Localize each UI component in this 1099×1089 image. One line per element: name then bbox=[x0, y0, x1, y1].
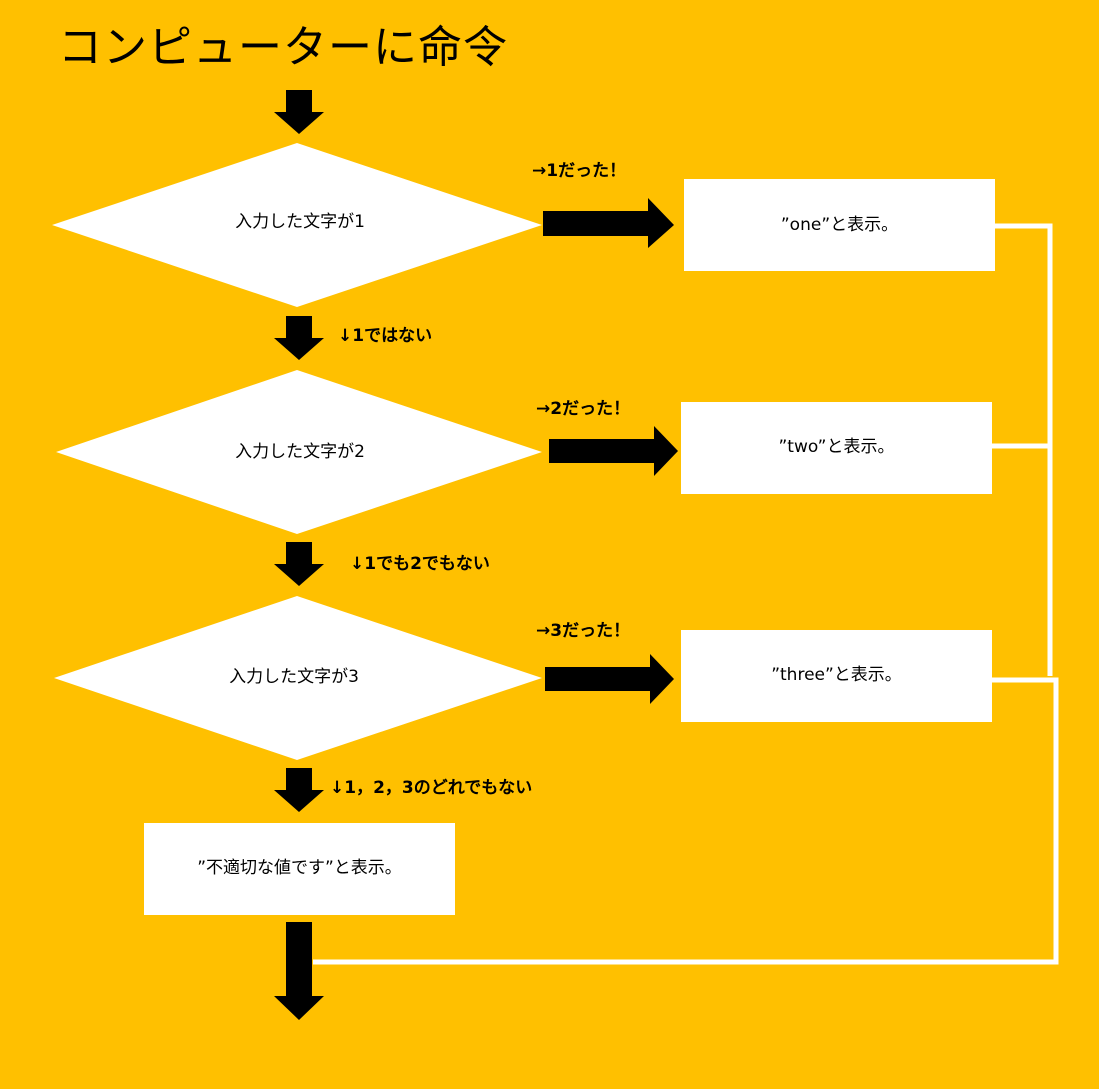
decision-1-diamond bbox=[52, 143, 542, 307]
connector-one-two bbox=[992, 223, 1053, 449]
result-text-two: ”two”と表示。 bbox=[778, 437, 895, 457]
right-arrow-yes-2 bbox=[549, 426, 678, 476]
right-arrow-yes-3 bbox=[545, 654, 674, 704]
no-label-2: ↓1でも2でもない bbox=[350, 554, 490, 574]
decision-3-text: 入力した文字が3 bbox=[229, 667, 359, 687]
connector-to-end bbox=[313, 677, 1059, 965]
page-title: コンピューターに命令 bbox=[58, 22, 508, 73]
decision-2-text: 入力した文字が2 bbox=[235, 442, 365, 462]
yes-label-3: →3だった！ bbox=[536, 621, 631, 641]
no-label-3: ↓1，2，3のどれでもない bbox=[330, 778, 533, 798]
no-label-1: ↓1ではない bbox=[338, 326, 433, 346]
right-arrow-yes-1 bbox=[543, 198, 674, 248]
down-arrow-start bbox=[274, 90, 324, 134]
result-text-one: ”one”と表示。 bbox=[780, 215, 899, 235]
return-connectors bbox=[313, 223, 1059, 965]
decision-1-text: 入力した文字が1 bbox=[235, 212, 365, 232]
yes-label-1: →1だった！ bbox=[532, 161, 627, 181]
connector-two-three bbox=[992, 443, 1053, 676]
result-box-two bbox=[681, 402, 992, 494]
yes-label-2: →2だった！ bbox=[536, 399, 631, 419]
decision-2-diamond bbox=[56, 370, 542, 534]
result-text-three: ”three”と表示。 bbox=[771, 665, 902, 685]
down-arrow-no-2 bbox=[274, 542, 324, 586]
result-box-one bbox=[684, 179, 995, 271]
down-arrow-end bbox=[274, 922, 324, 1020]
fallback-text: ”不適切な値です”と表示。 bbox=[197, 858, 402, 878]
down-arrow-no-1 bbox=[274, 316, 324, 360]
down-arrow-no-3 bbox=[274, 768, 324, 812]
decision-3-diamond bbox=[54, 596, 542, 760]
result-box-three bbox=[681, 630, 992, 722]
result-box-fallback bbox=[144, 823, 455, 915]
